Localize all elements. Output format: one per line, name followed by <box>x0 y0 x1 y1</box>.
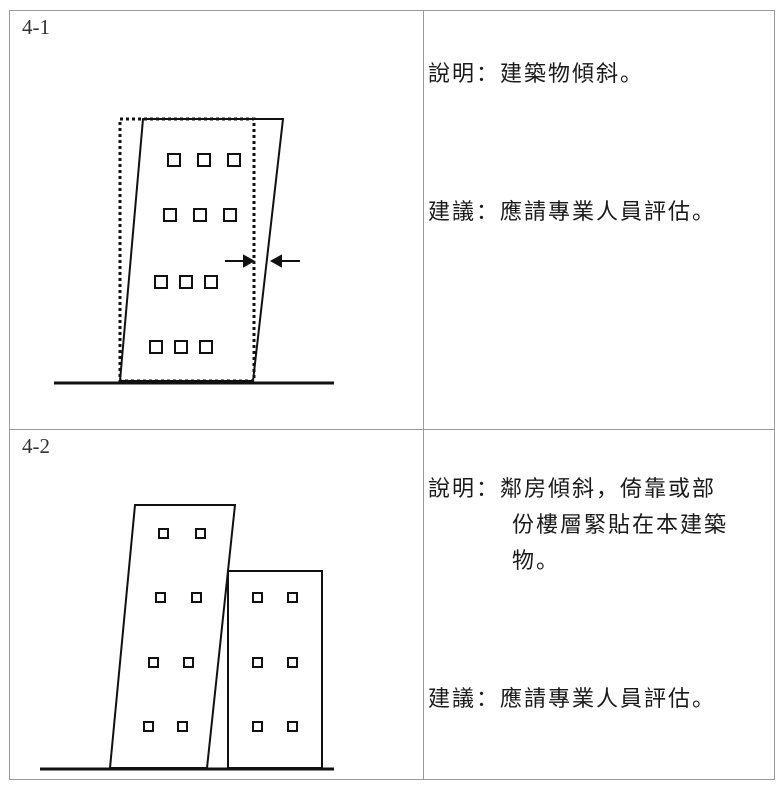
inspection-table: 4-1 <box>9 10 775 780</box>
suggestion-text: 應請專業人員評估。 <box>500 200 717 225</box>
description-label: 說明： <box>428 62 501 87</box>
figure-cell-4-2: 4-2 <box>9 430 424 780</box>
suggestion-text: 應請專業人員評估。 <box>500 687 717 712</box>
adjacent-building <box>227 570 323 769</box>
leaning-building-windows <box>143 528 206 732</box>
tilted-building-diagram <box>54 117 334 385</box>
tilted-building <box>118 118 285 382</box>
description-line-2: 份樓層緊貼在本建築 <box>512 513 729 538</box>
figure-cell-4-1: 4-1 <box>9 10 424 430</box>
windows <box>149 153 241 354</box>
text-cell-4-1: 說明：建築物傾斜。 建議：應請專業人員評估。 <box>424 10 775 430</box>
text-cell-4-2: 說明：鄰房傾斜，倚靠或部 份樓層緊貼在本建築 物。 建議：應請專業人員評估。 <box>424 430 775 780</box>
suggestion-label: 建議： <box>428 200 501 225</box>
description-label: 說明： <box>428 477 501 502</box>
suggestion-4-2: 建議：應請專業人員評估。 <box>428 682 716 718</box>
suggestion-4-1: 建議：應請專業人員評估。 <box>428 195 716 231</box>
adjacent-building-windows <box>252 592 298 732</box>
figure-id: 4-1 <box>22 15 50 39</box>
description-text: 建築物傾斜。 <box>500 62 645 87</box>
tilt-arrows <box>225 254 300 268</box>
description-line-1: 鄰房傾斜，倚靠或部 <box>500 477 717 502</box>
description-4-1: 說明：建築物傾斜。 <box>428 57 644 93</box>
figure-id: 4-2 <box>22 434 50 458</box>
leaning-building <box>108 504 237 769</box>
description-4-2: 說明：鄰房傾斜，倚靠或部 份樓層緊貼在本建築 物。 <box>428 472 728 580</box>
description-line-3: 物。 <box>512 549 561 574</box>
suggestion-label: 建議： <box>428 687 501 712</box>
leaning-neighbor-diagram <box>40 504 334 771</box>
